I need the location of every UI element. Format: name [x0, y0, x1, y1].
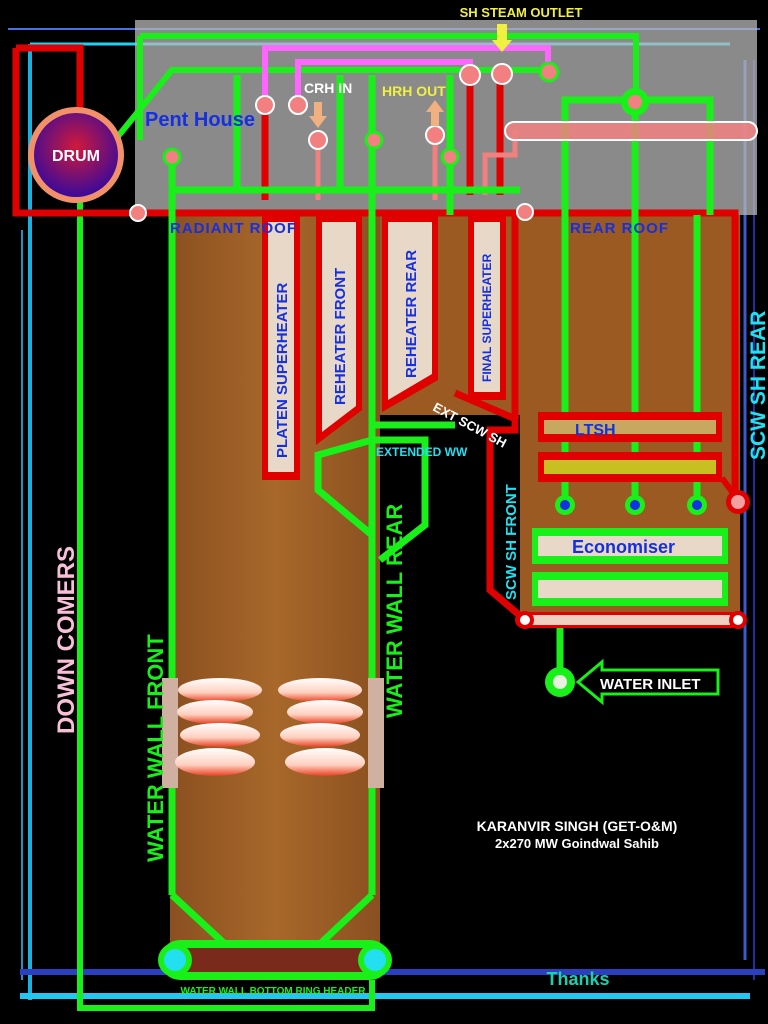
flow-arrows: [309, 24, 720, 706]
downcomer-pipes: [77, 33, 639, 1011]
thanks-label: Thanks: [546, 969, 609, 989]
drum: [28, 107, 124, 203]
water-inlet-label: WATER INLET: [600, 676, 701, 693]
burner-flames: [162, 678, 384, 788]
reheater-front-label: REHEATER FRONT: [332, 268, 349, 405]
ltsh-label: LTSH: [575, 422, 616, 439]
platen-superheater: [262, 216, 300, 480]
down-comers-label: DOWN COMERS: [53, 546, 80, 734]
water-wall-rear-label: WATER WALL REAR: [382, 504, 407, 718]
water-wall-front-label: WATER WALL FRONT: [143, 634, 168, 862]
radiant-roof-label: RADIANT ROOF: [170, 220, 297, 237]
final-superheater: [468, 216, 506, 400]
hrh-out-label: HRH OUT: [382, 83, 446, 99]
header-nodes: [129, 61, 758, 697]
crh-in-label: CRH IN: [304, 80, 352, 96]
scw-sh-rear-label: SCW SH REAR: [747, 311, 768, 460]
drum-label: DRUM: [52, 148, 100, 165]
bottom-ring-header-label: WATER WALL BOTTOM RING HEADER: [181, 986, 367, 997]
platen-superheater-label: PLATEN SUPERHEATER: [274, 283, 291, 458]
extended-ww-label: EXTENDED WW: [376, 445, 468, 459]
bottom-ring-header: [158, 940, 392, 980]
sh-steam-outlet-label: SH STEAM OUTLET: [460, 5, 583, 20]
reheater-rear-label: REHEATER REAR: [403, 250, 420, 378]
penthouse-label: Pent House: [145, 109, 255, 131]
final-superheater-label: FINAL SUPERHEATER: [480, 253, 494, 382]
economiser-bank: [515, 528, 745, 628]
water-inlet-arrow: [575, 658, 720, 706]
steam-outlet-arrow: [492, 24, 512, 52]
reheater-front: [316, 216, 362, 445]
author-line-2: 2x270 MW Goindwal Sahib: [495, 836, 659, 851]
reheater-rear: [382, 216, 438, 412]
author-line-1: KARANVIR SINGH (GET-O&M): [477, 818, 678, 834]
economiser-label: Economiser: [572, 537, 675, 557]
scw-sh-front-pipe: [453, 210, 528, 623]
rear-roof-label: REAR ROOF: [570, 220, 669, 237]
scw-sh-front-label: SCW SH FRONT: [503, 484, 520, 600]
crh-in-arrow: [309, 102, 327, 128]
water-wall-rear-nose: [314, 421, 455, 563]
hrh-out-arrow: [426, 100, 444, 126]
ltsh-bank: [538, 412, 741, 502]
